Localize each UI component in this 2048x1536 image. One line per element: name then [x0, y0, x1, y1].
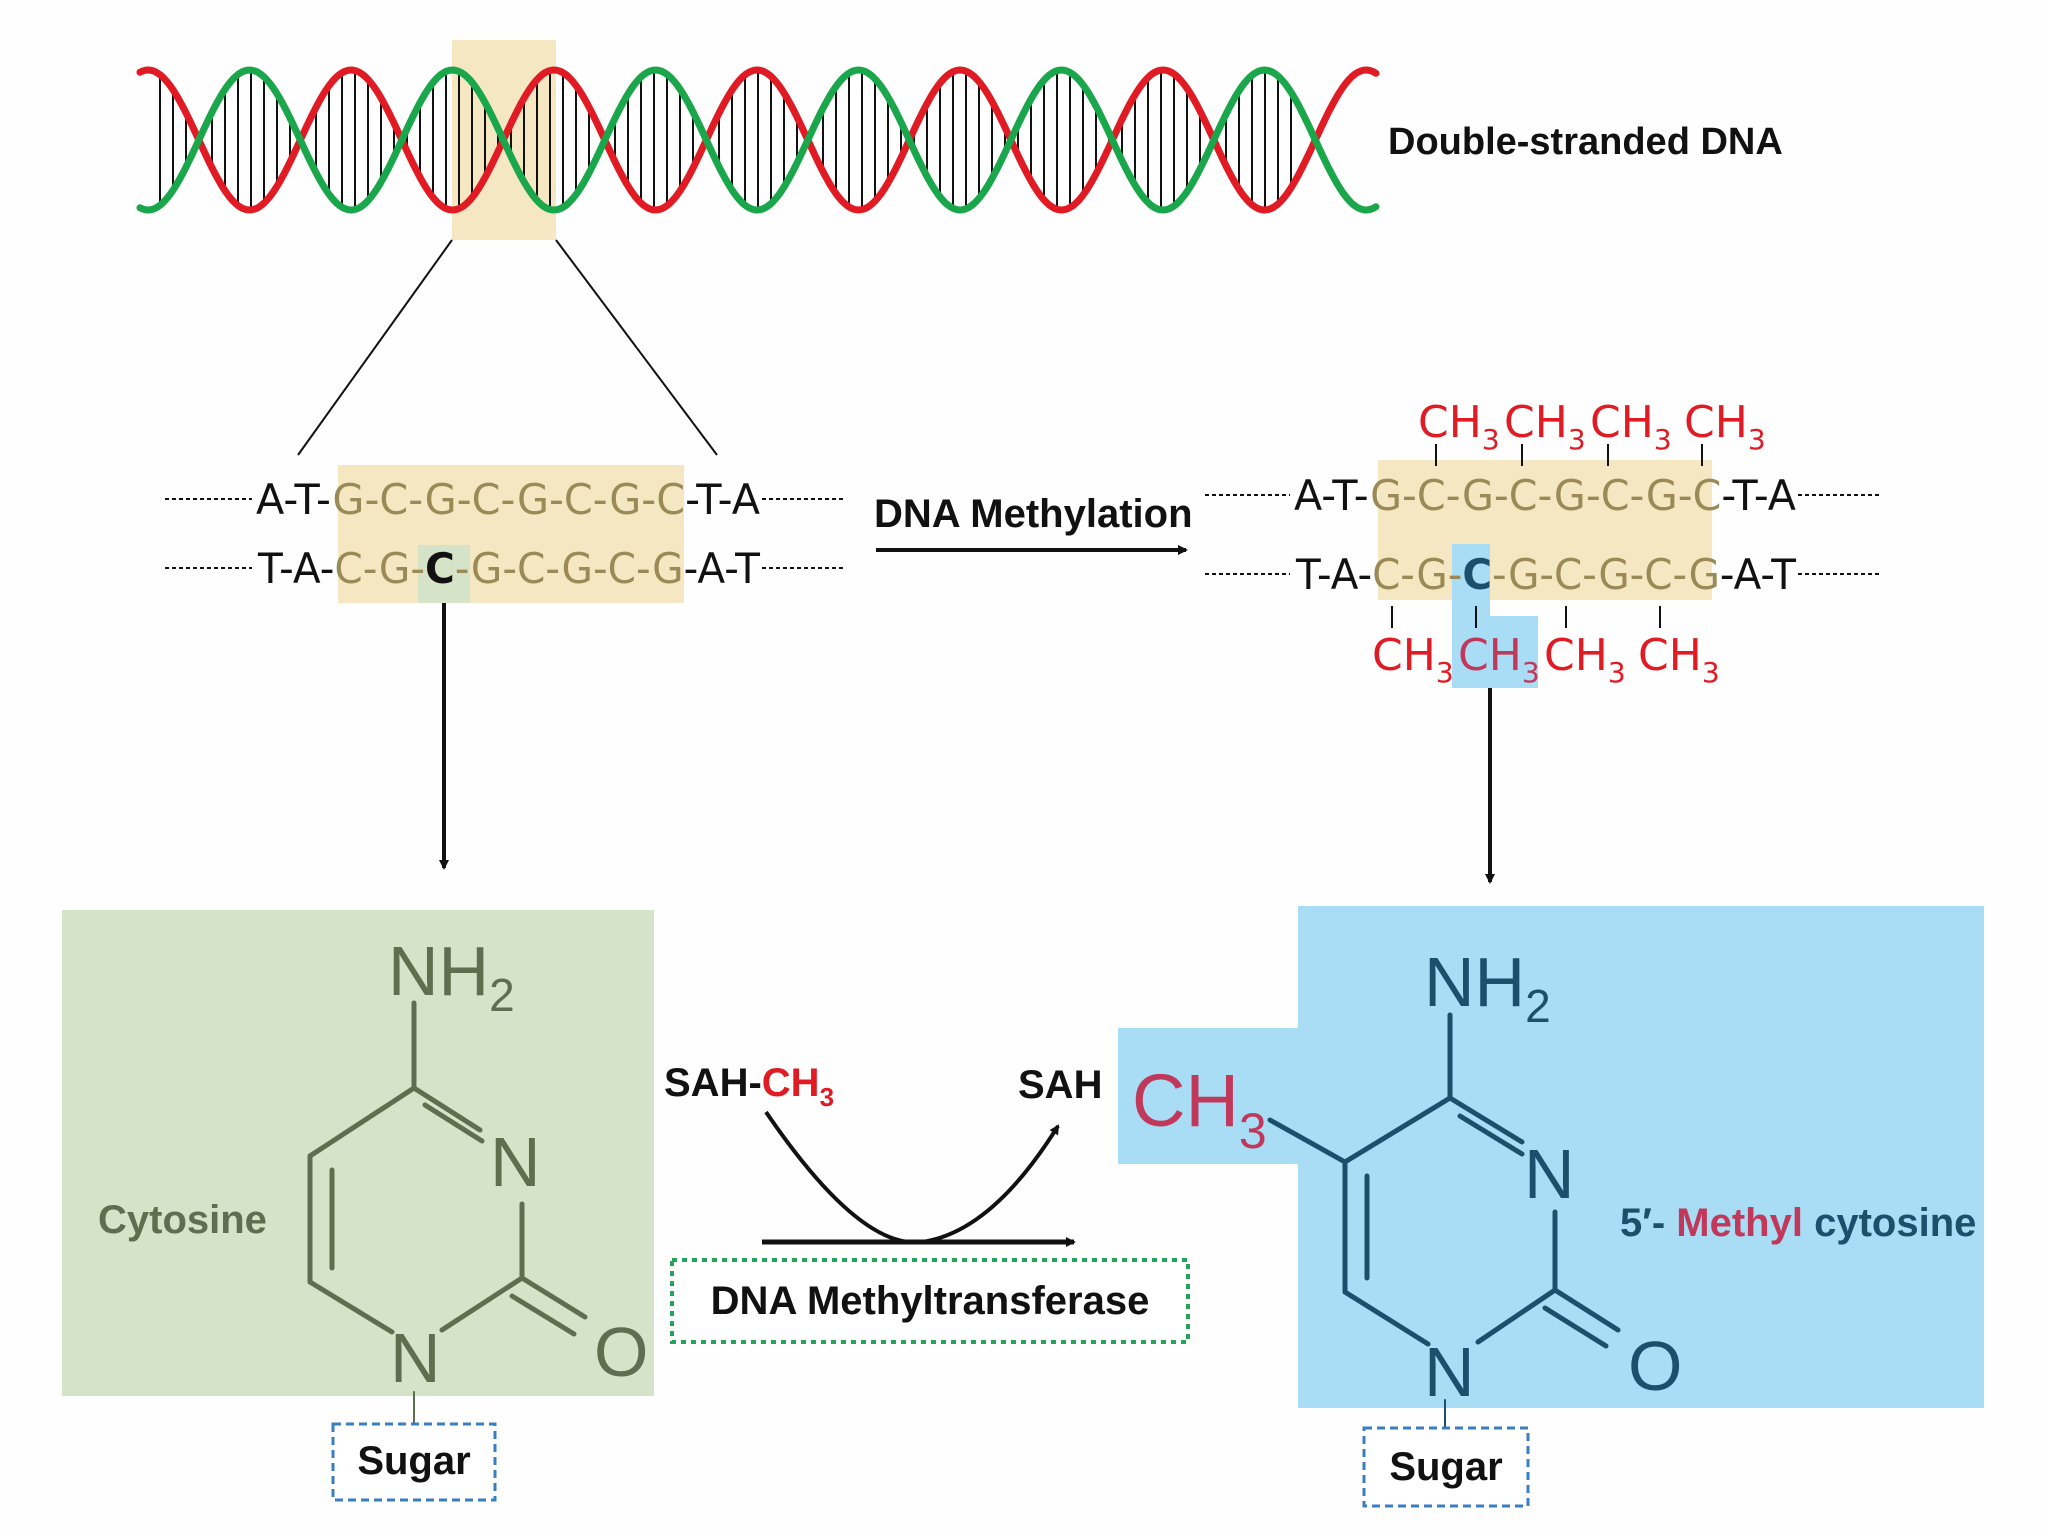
methyl-cytosine-label: 5′- Methyl cytosine [1620, 1201, 1976, 1245]
methyl-group-box [1118, 1028, 1298, 1164]
sugar-label-left: Sugar [357, 1439, 470, 1483]
cytosine-label: Cytosine [98, 1198, 267, 1242]
right-top-strand: A-T-G-C-G-C-G-C-G-C-T-A [1294, 471, 1796, 520]
right-bot-suffix: -A-T [1720, 550, 1796, 599]
methyl-cytosine-n3: N [1524, 1135, 1575, 1213]
zoom-line-left [297, 239, 453, 456]
top-methyl-groups [1435, 444, 1703, 466]
right-seq-highlight-bottom [1378, 562, 1712, 600]
left-bot-prefix: T-A- [257, 544, 334, 593]
zoom-line-right [555, 239, 718, 456]
bottom-ch3-1: CH3 [1372, 630, 1454, 689]
helix-base-pairs [159, 70, 1292, 210]
top-ch3-4: CH3 [1684, 397, 1766, 456]
bottom-ch3-2: CH3 [1458, 630, 1540, 689]
right-top-prefix: A-T- [1294, 471, 1370, 520]
left-bot-target-c: C [425, 544, 455, 593]
top-ch3-2: CH3 [1504, 397, 1586, 456]
cytosine-nh2: NH2 [388, 932, 515, 1021]
enzyme-label: DNA Methyltransferase [711, 1279, 1150, 1323]
sah-ch3-label: SAH-CH3 [664, 1061, 834, 1112]
right-bot-core-a: C-G- [1372, 550, 1462, 599]
methyl-cytosine-n1: N [1424, 1333, 1475, 1411]
cytosine-n1: N [390, 1319, 441, 1397]
left-top-core: G-C-G-C-G-C-G-C [332, 475, 685, 524]
left-bot-core-b: -G-C-G-C-G [455, 544, 684, 593]
sugar-box-right [1362, 1426, 1530, 1508]
bottom-methyl-groups [1391, 606, 1661, 628]
right-target-ch3-highlight [1452, 616, 1538, 688]
left-top-suffix: -T-A [685, 475, 760, 524]
cytosine-structure [307, 1000, 588, 1433]
methyl-group-ch3: CH3 [1132, 1059, 1267, 1159]
right-bottom-strand: T-A-C-G-C-G-C-G-C-G-A-T [1295, 550, 1796, 599]
sah-label: SAH [1018, 1063, 1102, 1107]
enzyme-box [670, 1258, 1190, 1344]
right-bot-core-b: -G-C-G-C-G [1492, 550, 1720, 599]
sugar-label-right: Sugar [1389, 1445, 1502, 1489]
right-top-suffix: -T-A [1721, 471, 1796, 520]
cofactor-curve-arrow [764, 1110, 1060, 1245]
top-ch3-3: CH3 [1590, 397, 1672, 456]
left-seq-highlight [338, 465, 684, 603]
right-bot-prefix: T-A- [1295, 550, 1372, 599]
dna-strand-green [136, 66, 1380, 214]
cytosine-n3: N [490, 1123, 541, 1201]
sugar-box-left [331, 1422, 497, 1502]
left-bot-core-a: C-G- [334, 544, 425, 593]
double-stranded-dna-label: Double-stranded DNA [1388, 121, 1783, 163]
left-bottom-strand: T-A-C-G-C-G-C-G-C-G-A-T [257, 544, 760, 593]
dna-strand-red [136, 66, 1380, 214]
right-seq-highlight-top [1378, 460, 1712, 562]
right-target-highlight [1452, 544, 1490, 616]
cytosine-box [62, 910, 654, 1396]
dna-methylation-label: DNA Methylation [874, 492, 1193, 536]
methyl-cytosine-structure [1267, 1012, 1621, 1435]
bottom-ch3-4: CH3 [1638, 630, 1720, 689]
cytosine-o: O [594, 1313, 648, 1391]
left-top-prefix: A-T- [256, 475, 332, 524]
right-bot-target-c: C [1462, 550, 1492, 599]
bottom-ch3-3: CH3 [1544, 630, 1626, 689]
left-top-strand: A-T-G-C-G-C-G-C-G-C-T-A [256, 475, 760, 524]
left-target-c-highlight [418, 545, 470, 603]
top-ch3-1: CH3 [1418, 397, 1500, 456]
methyl-cytosine-box [1298, 906, 1984, 1408]
methyl-cytosine-o: O [1628, 1327, 1682, 1405]
right-top-core: G-C-G-C-G-C-G-C [1370, 471, 1721, 520]
left-bot-suffix: -A-T [684, 544, 761, 593]
methyl-cytosine-nh2: NH2 [1424, 943, 1551, 1032]
